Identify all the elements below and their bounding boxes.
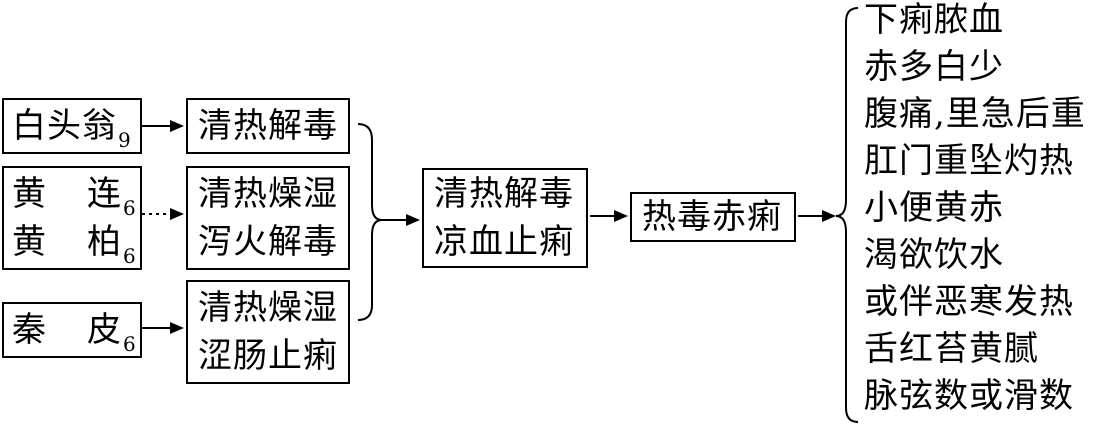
- symptom-item: 舌红苔黄腻: [864, 329, 1039, 369]
- herb-box-qinpi: 秦皮6: [2, 302, 142, 358]
- action-text-3-line2: 涩肠止痢: [198, 336, 338, 376]
- herb-baitouweng: 白头翁9: [12, 106, 132, 152]
- combined-line2: 凉血止痢: [434, 222, 574, 262]
- herb-qinpi: 秦皮6: [12, 310, 137, 356]
- symptom-item: 肛门重坠灼热: [864, 141, 1074, 181]
- herb-box-huanglian-huangbai: 黄连6 黄柏6: [2, 166, 142, 270]
- arrowhead: [822, 210, 836, 222]
- brace-actions: [357, 123, 383, 321]
- condition-box: 热毒赤痢: [630, 192, 796, 242]
- symptom-item: 下痢脓血: [864, 0, 1004, 40]
- combined-line1: 清热解毒: [434, 174, 574, 214]
- action-box-1: 清热解毒: [186, 98, 350, 154]
- brace-symptoms: [835, 7, 859, 423]
- action-text-2-line1: 清热燥湿: [198, 174, 338, 214]
- action-text-2-line2: 泻火解毒: [198, 222, 338, 262]
- herb-box-baitouweng: 白头翁9: [2, 98, 142, 154]
- action-text-1: 清热解毒: [198, 106, 338, 146]
- symptom-item: 赤多白少: [864, 47, 1004, 87]
- action-box-2: 清热燥湿 泻火解毒: [186, 166, 350, 270]
- arrowhead: [170, 120, 184, 132]
- symptom-item: 脉弦数或滑数: [864, 376, 1074, 416]
- symptom-item: 小便黄赤: [864, 188, 1004, 228]
- herb-huanglian: 黄连6: [12, 174, 137, 220]
- symptom-item: 或伴恶寒发热: [864, 282, 1074, 322]
- symptom-item: 腹痛,里急后重: [864, 94, 1086, 134]
- herb-huangbai: 黄柏6: [12, 222, 137, 268]
- action-text-3-line1: 清热燥湿: [198, 288, 338, 328]
- arrowhead: [170, 208, 184, 220]
- action-box-3: 清热燥湿 涩肠止痢: [186, 280, 350, 384]
- symptom-item: 渴欲饮水: [864, 235, 1004, 275]
- condition-text: 热毒赤痢: [642, 197, 782, 237]
- combined-effect-box: 清热解毒 凉血止痢: [422, 168, 588, 268]
- arrowhead: [614, 210, 628, 222]
- arrowhead: [406, 214, 420, 226]
- arrowhead: [170, 322, 184, 334]
